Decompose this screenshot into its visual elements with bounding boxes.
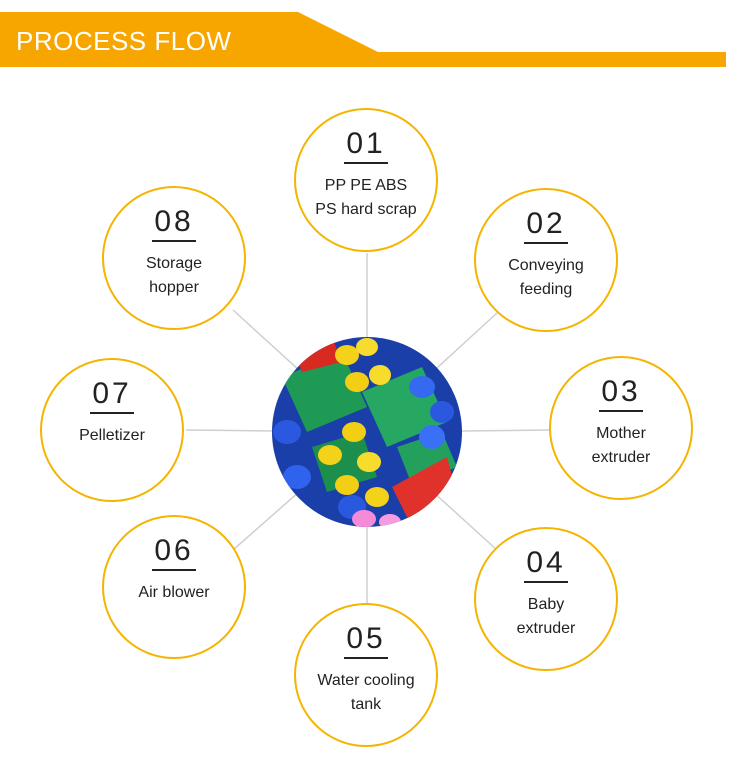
step-03-node: 03 Mother extruder (549, 356, 693, 500)
step-05-node: 05 Water cooling tank (294, 603, 438, 747)
step-number: 07 (92, 377, 132, 410)
step-08-node: 08 Storage hopper (102, 186, 246, 330)
colorful-plastic-pellets-image (272, 337, 462, 527)
step-02-node: 02 Conveying feeding (474, 188, 618, 332)
step-07-node: 07 Pelletizer (40, 358, 184, 502)
step-label: Water cooling tank (317, 672, 415, 713)
step-label: Baby extruder (516, 596, 576, 637)
step-label: Air blower (138, 584, 210, 601)
step-number: 08 (154, 205, 194, 238)
step-label: Pelletizer (79, 427, 145, 444)
step-number-underline (152, 240, 196, 242)
step-number-underline (599, 410, 643, 412)
step-number-underline (152, 569, 196, 571)
step-number: 06 (154, 534, 194, 567)
step-label: Conveying feeding (508, 257, 584, 298)
step-number-underline (524, 242, 568, 244)
step-number: 04 (526, 546, 566, 579)
step-number-underline (524, 581, 568, 583)
step-label: PP PE ABS PS hard scrap (315, 177, 417, 218)
step-number: 02 (526, 207, 566, 240)
step-label: Storage hopper (145, 255, 203, 296)
header-banner: PROCESS FLOW (0, 0, 750, 80)
step-number: 03 (601, 375, 641, 408)
step-01-node: 01 PP PE ABS PS hard scrap (294, 108, 438, 252)
step-06-node: 06 Air blower (102, 515, 246, 659)
step-number-underline (344, 162, 388, 164)
banner-shape (0, 12, 726, 67)
step-number-underline (90, 412, 134, 414)
step-number: 05 (346, 622, 386, 655)
page-title: PROCESS FLOW (16, 26, 232, 56)
step-04-node: 04 Baby extruder (474, 527, 618, 671)
step-number-underline (344, 657, 388, 659)
step-number: 01 (346, 127, 386, 160)
step-label: Mother extruder (591, 425, 651, 466)
